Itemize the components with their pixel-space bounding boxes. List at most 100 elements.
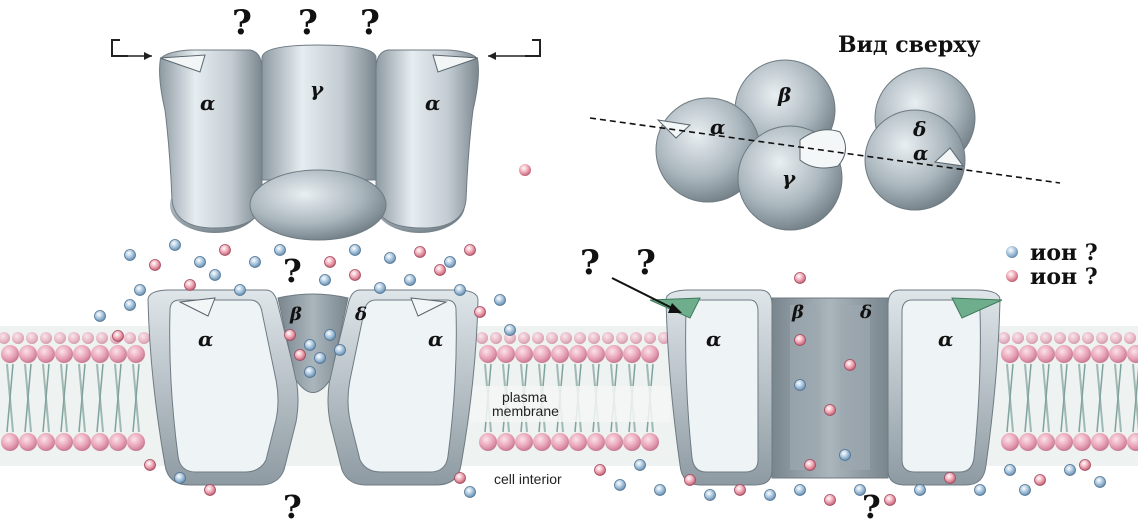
- ion-legend: ион ? ион ?: [1006, 240, 1098, 290]
- top-gamma: γ: [782, 166, 796, 190]
- ion-blue: [975, 485, 986, 496]
- lipid-head: [1055, 345, 1073, 363]
- lipid-head: [1109, 433, 1127, 451]
- ion-pink: [465, 245, 476, 256]
- legend-ion-blue: ион ?: [1030, 240, 1098, 266]
- ion-pink: [455, 473, 466, 484]
- lipid-head: [569, 433, 587, 451]
- ion-blue: [855, 485, 866, 496]
- receptor-side-view: α γ α: [112, 40, 540, 240]
- ion-blue: [250, 257, 261, 268]
- closed-beta: β: [289, 304, 302, 325]
- lipid-head: [1124, 332, 1136, 344]
- ion-blue: [795, 380, 806, 391]
- ion-pink: [685, 475, 696, 486]
- receptor-top-view: β δ α α γ: [590, 60, 1060, 230]
- closed-delta: δ: [354, 304, 367, 325]
- lipid-head: [1073, 345, 1091, 363]
- lipid-head: [37, 345, 55, 363]
- ion-pink: [145, 460, 156, 471]
- lipid-head: [551, 345, 569, 363]
- question-mark-double-2: ?: [636, 243, 656, 283]
- ion-pink: [350, 270, 361, 281]
- legend-pink-dot: [1006, 270, 1018, 282]
- open-beta: β: [791, 302, 804, 323]
- lipid-head: [546, 332, 558, 344]
- lipid-head: [623, 433, 641, 451]
- bracket-left: [112, 40, 128, 56]
- ion-blue: [655, 485, 666, 496]
- lipid-head: [55, 345, 73, 363]
- lipid-head: [1073, 433, 1091, 451]
- top-alpha-right: α: [913, 141, 928, 165]
- ion-blue: [840, 450, 851, 461]
- lipid-head: [587, 345, 605, 363]
- question-mark-top-3: ?: [360, 3, 380, 43]
- ion-blue: [125, 250, 136, 261]
- lipid-head: [1091, 433, 1109, 451]
- lipid-head: [1096, 332, 1108, 344]
- bracket-right: [525, 40, 540, 56]
- lipid-head: [518, 332, 530, 344]
- ion-pink: [519, 164, 531, 176]
- membrane-label: membrane: [492, 403, 559, 419]
- lipid-head: [602, 332, 614, 344]
- lipid-head: [96, 332, 108, 344]
- subunit-gamma: γ: [310, 77, 324, 101]
- ion-blue: [235, 285, 246, 296]
- ion-pink: [285, 330, 296, 341]
- ion-pink: [435, 265, 446, 276]
- ion-pink: [205, 485, 216, 496]
- lipid-head: [1, 345, 19, 363]
- ion-pink: [325, 257, 336, 268]
- lipid-head: [109, 345, 127, 363]
- question-mark-double-1: ?: [580, 243, 600, 283]
- lipid-head: [644, 332, 656, 344]
- ion-pink: [885, 495, 896, 506]
- ion-pink: [185, 280, 196, 291]
- lipid-head: [91, 433, 109, 451]
- ion-blue: [210, 270, 221, 281]
- lipid-head: [1, 433, 19, 451]
- legend-ion-pink: ион ?: [1030, 264, 1098, 290]
- lipid-head: [37, 433, 55, 451]
- lipid-head: [476, 332, 488, 344]
- lipid-head: [54, 332, 66, 344]
- lipid-head: [127, 345, 145, 363]
- lipid-head: [82, 332, 94, 344]
- lipid-head: [623, 345, 641, 363]
- ion-blue: [125, 300, 136, 311]
- lipid-head: [569, 345, 587, 363]
- lipid-head: [124, 332, 136, 344]
- lipid-head: [1055, 433, 1073, 451]
- open-delta: δ: [859, 302, 872, 323]
- lipid-head: [605, 433, 623, 451]
- lipid-head: [587, 433, 605, 451]
- ion-pink: [825, 405, 836, 416]
- ion-blue: [465, 487, 476, 498]
- open-alpha-left: α: [706, 327, 721, 351]
- lipid-head: [641, 345, 659, 363]
- lipid-head: [497, 345, 515, 363]
- lipid-head: [26, 332, 38, 344]
- question-mark-top-2: ?: [298, 3, 318, 43]
- ion-pink: [805, 460, 816, 471]
- lipid-head: [588, 332, 600, 344]
- lipid-head: [40, 332, 52, 344]
- ion-blue: [405, 275, 416, 286]
- channel-open: α β δ α: [650, 290, 1002, 485]
- legend-blue-dot: [1006, 246, 1018, 258]
- lipid-head: [1110, 332, 1122, 344]
- ion-blue: [335, 345, 346, 356]
- lipid-head: [138, 332, 150, 344]
- ion-pink: [295, 350, 306, 361]
- top-beta: β: [777, 83, 791, 107]
- ion-blue: [350, 245, 361, 256]
- ion-blue: [495, 295, 506, 306]
- ion-blue: [170, 240, 181, 251]
- ion-blue: [275, 245, 286, 256]
- ion-blue: [135, 285, 146, 296]
- ion-blue: [320, 275, 331, 286]
- lipid-head: [1019, 345, 1037, 363]
- ion-blue: [95, 311, 106, 322]
